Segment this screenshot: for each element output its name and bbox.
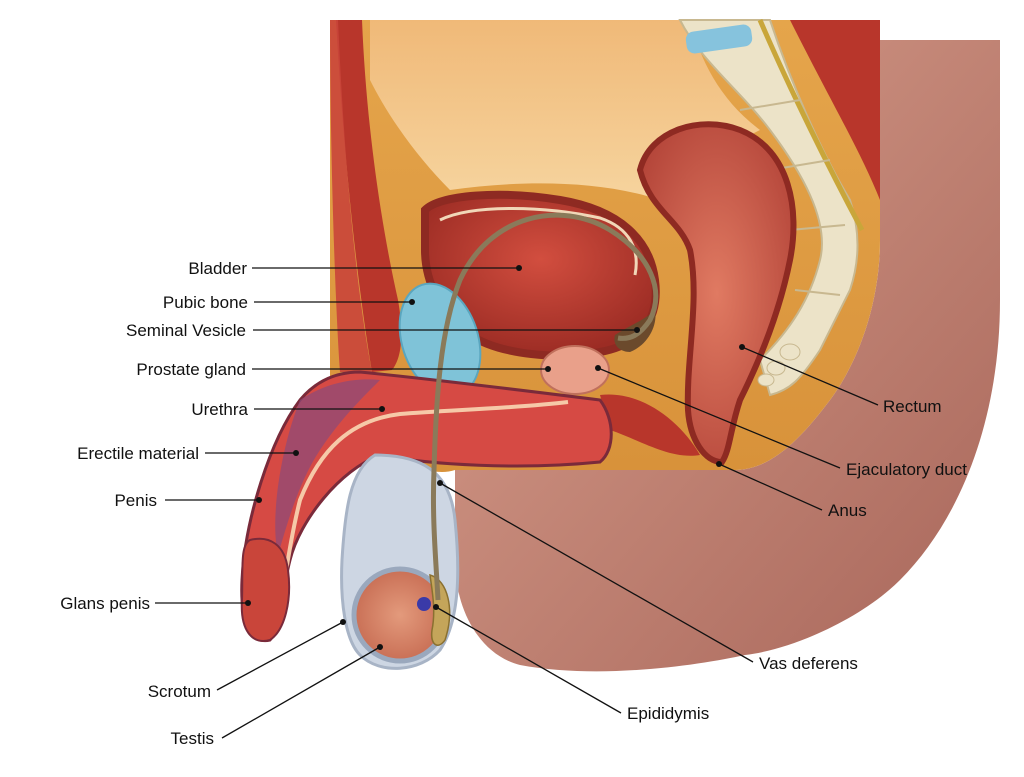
- label-epididymis: Epididymis: [627, 704, 709, 723]
- label-testis: Testis: [171, 729, 214, 748]
- label-scrotum: Scrotum: [148, 682, 211, 701]
- vas-deferens: [430, 212, 659, 601]
- rectum: [636, 121, 797, 466]
- label-erectile-material: Erectile material: [77, 444, 199, 463]
- label-urethra: Urethra: [191, 400, 248, 419]
- label-ejaculatory-duct: Ejaculatory duct: [846, 460, 967, 479]
- urethra: [276, 400, 569, 621]
- abdominal-muscle-outer: [330, 20, 372, 372]
- label-pubic-bone: Pubic bone: [163, 293, 248, 312]
- epididymis: [429, 573, 451, 646]
- label-glans-penis: Glans penis: [60, 594, 150, 613]
- back-muscle: [790, 20, 880, 200]
- label-penis: Penis: [114, 491, 157, 510]
- coccyx: [757, 343, 801, 387]
- label-bladder: Bladder: [188, 259, 247, 278]
- intervertebral-disc: [685, 24, 753, 54]
- erectile-tissue: [275, 379, 380, 555]
- label-prostate-gland: Prostate gland: [136, 360, 246, 379]
- label-rectum: Rectum: [883, 397, 942, 416]
- spinal-nerve: [757, 19, 865, 232]
- label-vas-deferens: Vas deferens: [759, 654, 858, 673]
- label-anus: Anus: [828, 501, 867, 520]
- penis-shaft: [240, 370, 613, 643]
- label-seminal-vesicle: Seminal Vesicle: [126, 321, 246, 340]
- leader-lines: [155, 265, 879, 739]
- buttock-thigh: [455, 40, 1000, 672]
- glans: [240, 537, 291, 642]
- epididymis-head: [417, 597, 431, 611]
- abdominal-muscle: [336, 20, 402, 372]
- prostate: [540, 345, 610, 395]
- pelvic-floor: [600, 394, 700, 456]
